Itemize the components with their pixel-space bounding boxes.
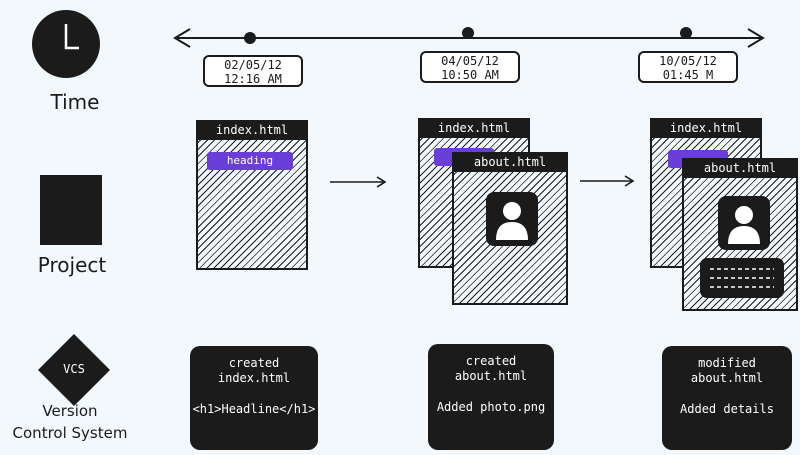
timestamp-2: 04/05/12 10:50 AM — [420, 51, 520, 83]
timeline-dot — [244, 32, 256, 44]
timestamp-date: 10/05/12 — [659, 54, 717, 68]
commit-detail: <h1>Headline</h1> — [192, 402, 316, 416]
stage-arrow — [580, 175, 635, 187]
doc-title-index: index.html — [650, 118, 762, 138]
user-photo-icon — [718, 196, 770, 250]
commit-detail: Added details — [680, 402, 774, 416]
project-label: Project — [37, 253, 107, 277]
commit-file: index.html — [217, 371, 291, 385]
doc-title-index: index.html — [418, 118, 530, 138]
time-label: Time — [50, 90, 100, 114]
doc-title-index: index.html — [196, 120, 308, 140]
commit-file: about.html — [690, 371, 764, 385]
user-photo-icon — [486, 192, 538, 246]
timeline-arrow — [173, 27, 765, 48]
vcs-abbrev: VCS — [63, 362, 85, 376]
timestamp-date: 04/05/12 — [441, 54, 499, 68]
vcs-label-line2: Control System — [12, 424, 128, 442]
details-block-icon — [700, 258, 784, 298]
doc-title-about: about.html — [682, 158, 798, 178]
commit-action: created — [465, 354, 517, 368]
timeline-dot — [680, 27, 692, 39]
timestamp-date: 02/05/12 — [224, 58, 282, 72]
vcs-label-line1: Version — [42, 402, 98, 420]
timestamp-3: 10/05/12 01:45 M — [638, 51, 738, 83]
commit-action: created — [228, 356, 280, 370]
commit-action: modified — [698, 356, 756, 370]
timestamp-time: 10:50 AM — [441, 68, 499, 82]
vcs-diamond-icon — [38, 334, 110, 406]
timestamp-time: 01:45 M — [662, 68, 714, 82]
commit-detail: Added photo.png — [436, 400, 546, 414]
heading-element: heading — [207, 152, 293, 170]
commit-file: about.html — [454, 369, 528, 383]
index-document — [196, 120, 308, 270]
timestamp-1: 02/05/12 12:16 AM — [203, 55, 303, 87]
timeline-dot — [462, 27, 474, 39]
stage-arrow — [330, 176, 387, 188]
project-icon — [40, 175, 102, 245]
clock-icon — [32, 10, 100, 78]
doc-title-about: about.html — [452, 152, 568, 172]
timestamp-time: 12:16 AM — [224, 72, 282, 86]
